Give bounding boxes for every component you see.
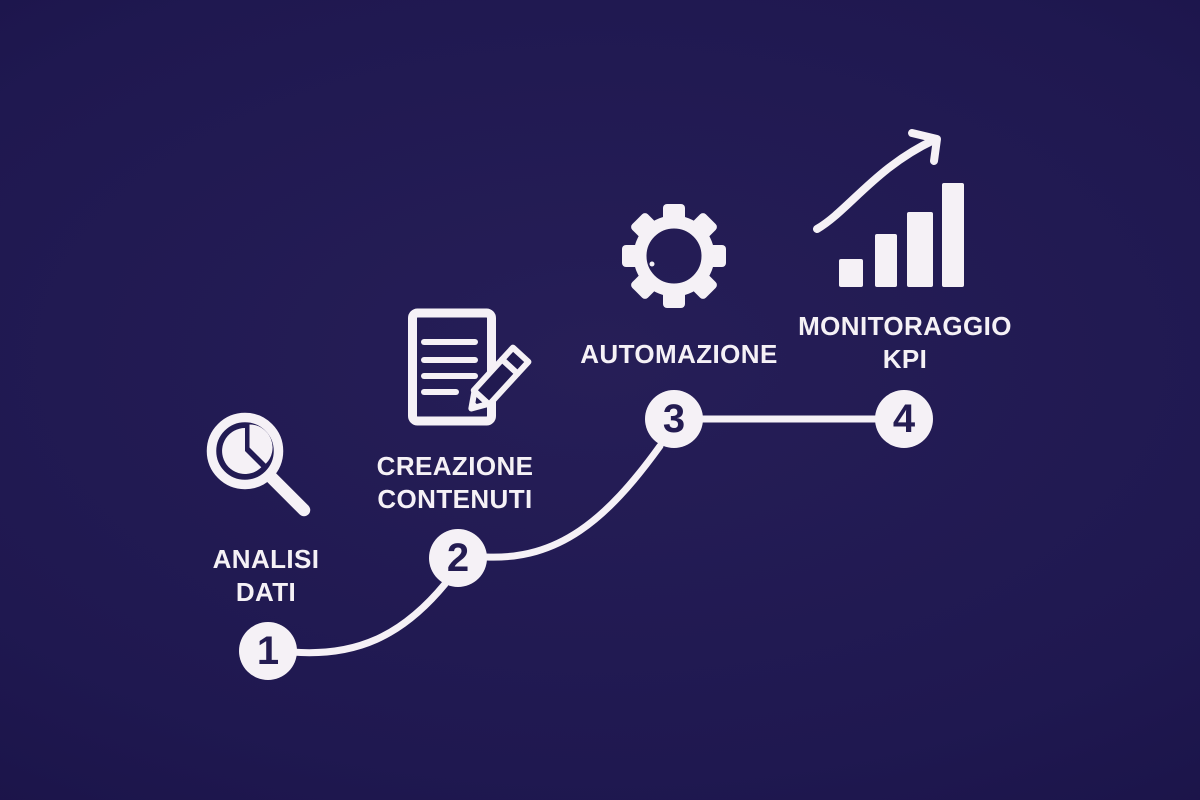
step4-node: 4 bbox=[875, 390, 933, 448]
pencil-glyph bbox=[468, 344, 532, 412]
step4-label-line2: KPI bbox=[882, 344, 928, 374]
step2-label-line1: CREAZIONE bbox=[376, 451, 534, 481]
step1-label-line1: ANALISI bbox=[212, 544, 320, 574]
step3-node: 3 bbox=[645, 390, 703, 448]
step1-label: ANALISI DATI bbox=[126, 543, 406, 609]
connector-step2-step3 bbox=[482, 442, 664, 561]
step3-label: AUTOMAZIONE bbox=[529, 338, 829, 371]
step1-node: 1 bbox=[239, 622, 297, 680]
step2-label: CREAZIONE CONTENUTI bbox=[315, 450, 595, 516]
step4-label-line1: MONITORAGGIO bbox=[798, 311, 1012, 341]
step1-number: 1 bbox=[256, 628, 280, 673]
gear-dot bbox=[649, 261, 655, 267]
step2-label-line2: CONTENUTI bbox=[377, 484, 533, 514]
step2-number: 2 bbox=[446, 535, 470, 580]
document-pencil-icon bbox=[400, 302, 535, 437]
step1-label-line2: DATI bbox=[235, 577, 297, 607]
magnifier-pie-chart-icon bbox=[196, 400, 324, 533]
gear-icon bbox=[614, 197, 734, 322]
step3-label-line1: AUTOMAZIONE bbox=[580, 339, 778, 369]
connector-step1-step2 bbox=[288, 580, 449, 657]
bar-chart-growth-arrow-icon bbox=[800, 125, 975, 300]
step2-node: 2 bbox=[429, 529, 487, 587]
step4-number: 4 bbox=[892, 396, 916, 441]
step4-label: MONITORAGGIO KPI bbox=[755, 310, 1055, 376]
step3-number: 3 bbox=[662, 396, 686, 441]
